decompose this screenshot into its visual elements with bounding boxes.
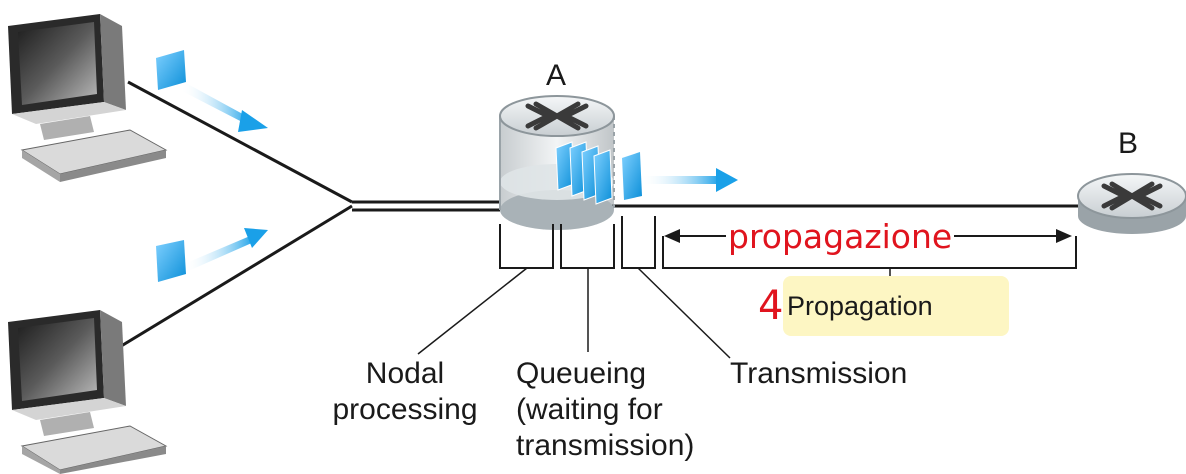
leader-lines (417, 267, 891, 359)
computer-icon (8, 14, 168, 182)
nodal-processing-label: Nodal processing (332, 357, 478, 426)
transmission-label: Transmission (730, 357, 908, 390)
router-b-label: B (1118, 127, 1139, 160)
queued-packets (555, 141, 613, 205)
router-icon (1077, 173, 1186, 234)
packet-icon (622, 152, 738, 200)
computer-icon (8, 310, 168, 474)
queueing-label: Queueing (waiting for transmission) (516, 357, 695, 462)
propagazione-label: propagazione (726, 217, 955, 256)
propagation-number: 4 (758, 283, 784, 329)
links (117, 80, 1082, 350)
packet-icon (156, 228, 268, 282)
packet-icon (156, 50, 268, 132)
propagation-label: Propagation (787, 291, 933, 321)
propagation-highlight (783, 276, 1009, 336)
router-a-label: A (546, 59, 567, 92)
